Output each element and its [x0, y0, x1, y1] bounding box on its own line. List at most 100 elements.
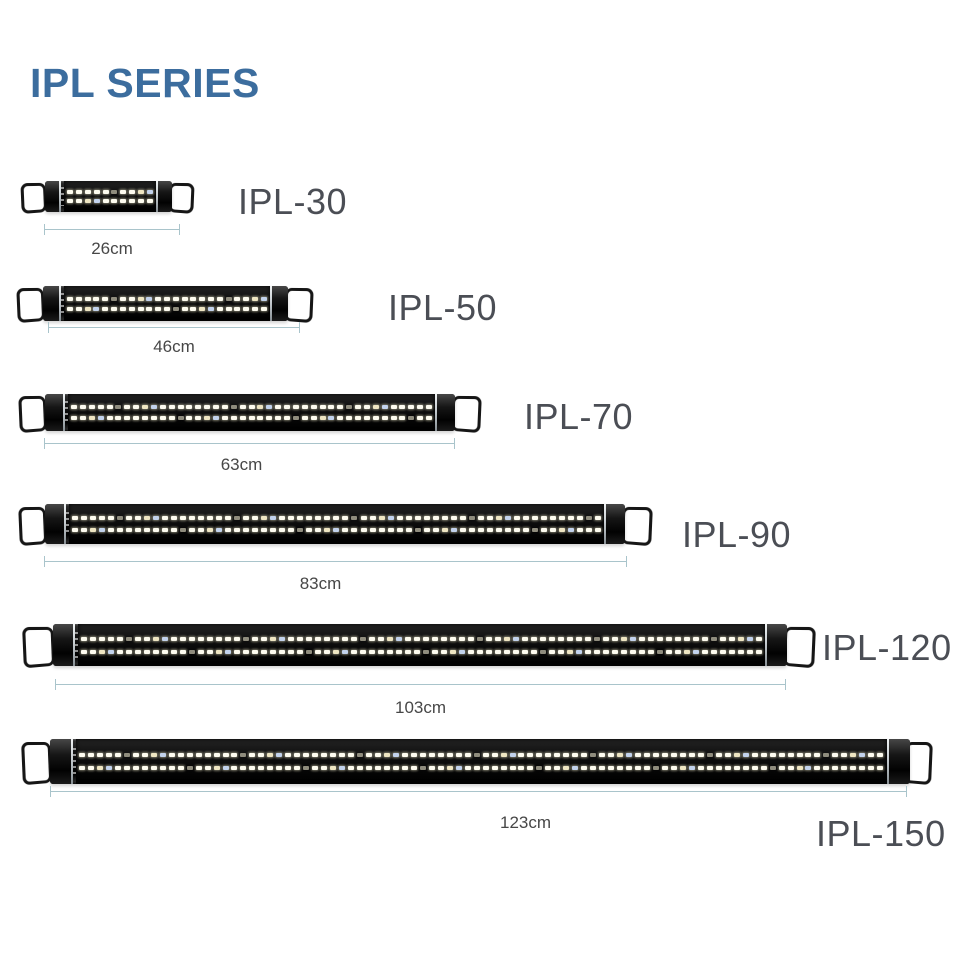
led-dot — [756, 636, 762, 641]
led-dot — [360, 528, 367, 532]
led-dot — [279, 528, 286, 532]
light-bar-ipl-120 — [53, 624, 787, 666]
led-dot — [355, 405, 361, 409]
led-dot — [684, 649, 690, 654]
model-label-ipl-30: IPL-30 — [238, 181, 348, 222]
led-dot — [81, 528, 88, 532]
led-dot — [285, 753, 292, 757]
cap-markings — [66, 511, 69, 537]
end-cap-left — [45, 504, 64, 544]
led-dot — [126, 528, 133, 532]
led-dot — [119, 306, 126, 311]
led-dot — [554, 766, 561, 770]
led-dot — [486, 528, 493, 532]
led-dot — [120, 199, 127, 203]
led-dot — [303, 766, 310, 770]
led-dot — [387, 649, 393, 654]
led-dot — [129, 190, 136, 194]
led-dot — [405, 516, 412, 520]
led-dot — [267, 766, 274, 770]
led-dot — [405, 636, 411, 641]
led-dot — [390, 405, 397, 409]
led-dot — [814, 753, 821, 757]
led-dot — [693, 636, 699, 641]
led-dot — [337, 416, 344, 420]
led-dot — [102, 296, 109, 301]
led-dot — [644, 766, 651, 770]
led-dot — [221, 416, 228, 420]
led-dot — [778, 753, 785, 757]
led-dot — [675, 636, 681, 641]
led-dot — [688, 766, 695, 770]
led-dot — [599, 766, 606, 770]
led-dot — [670, 766, 677, 770]
led-dot — [473, 753, 480, 757]
led-dot — [417, 405, 424, 409]
led-dot — [123, 753, 130, 757]
led-dot — [414, 516, 421, 520]
led-dot — [186, 766, 193, 770]
led-dot — [207, 636, 213, 641]
led-dot — [190, 296, 197, 301]
led-dot — [387, 528, 394, 532]
led-dot — [661, 753, 668, 757]
led-dot — [144, 636, 150, 641]
led-dot — [513, 636, 519, 641]
led-panel — [64, 181, 156, 212]
led-dot — [369, 636, 375, 641]
led-dot — [706, 766, 713, 770]
led-dot — [491, 766, 498, 770]
led-dot — [231, 766, 238, 770]
led-dot — [204, 416, 211, 420]
led-dot — [567, 636, 573, 641]
led-dot — [468, 649, 474, 654]
led-dot — [594, 516, 601, 520]
led-dot — [733, 766, 740, 770]
silver-trim-icon — [71, 739, 73, 784]
led-dot — [324, 528, 331, 532]
led-dot — [639, 649, 645, 654]
led-dot — [267, 753, 274, 757]
led-dot — [437, 766, 444, 770]
led-dot — [111, 306, 118, 311]
led-dot — [576, 516, 583, 520]
led-dot — [536, 753, 543, 757]
led-dot — [859, 753, 866, 757]
led-dot — [414, 528, 421, 532]
led-dot — [419, 766, 426, 770]
led-dot — [603, 636, 609, 641]
led-dot — [518, 766, 525, 770]
led-dot — [594, 528, 601, 532]
led-dot — [234, 649, 240, 654]
led-panel — [76, 739, 887, 784]
led-dot — [153, 649, 159, 654]
led-dot — [213, 753, 220, 757]
led-dot — [441, 636, 447, 641]
led-dot — [172, 296, 179, 301]
led-dot — [432, 636, 438, 641]
end-cap-left — [50, 739, 71, 784]
led-dot — [275, 416, 282, 420]
led-dot — [189, 528, 196, 532]
dimension-ipl-150: 123cm — [50, 786, 907, 833]
led-dot — [495, 636, 501, 641]
led-dot — [177, 766, 184, 770]
led-dot — [79, 753, 85, 757]
led-dot — [554, 753, 561, 757]
led-dot — [549, 516, 556, 520]
led-dot — [459, 649, 465, 654]
led-dot — [207, 528, 214, 532]
led-dot — [81, 516, 88, 520]
led-dot — [814, 766, 821, 770]
led-dot — [684, 636, 690, 641]
led-dot — [171, 649, 177, 654]
led-dot — [536, 766, 543, 770]
led-dot — [459, 516, 466, 520]
led-dot — [119, 296, 126, 301]
led-dot — [315, 528, 322, 532]
dimension-label: 83cm — [299, 574, 342, 593]
led-dot — [90, 516, 97, 520]
led-dot — [747, 649, 753, 654]
led-dot — [401, 766, 408, 770]
